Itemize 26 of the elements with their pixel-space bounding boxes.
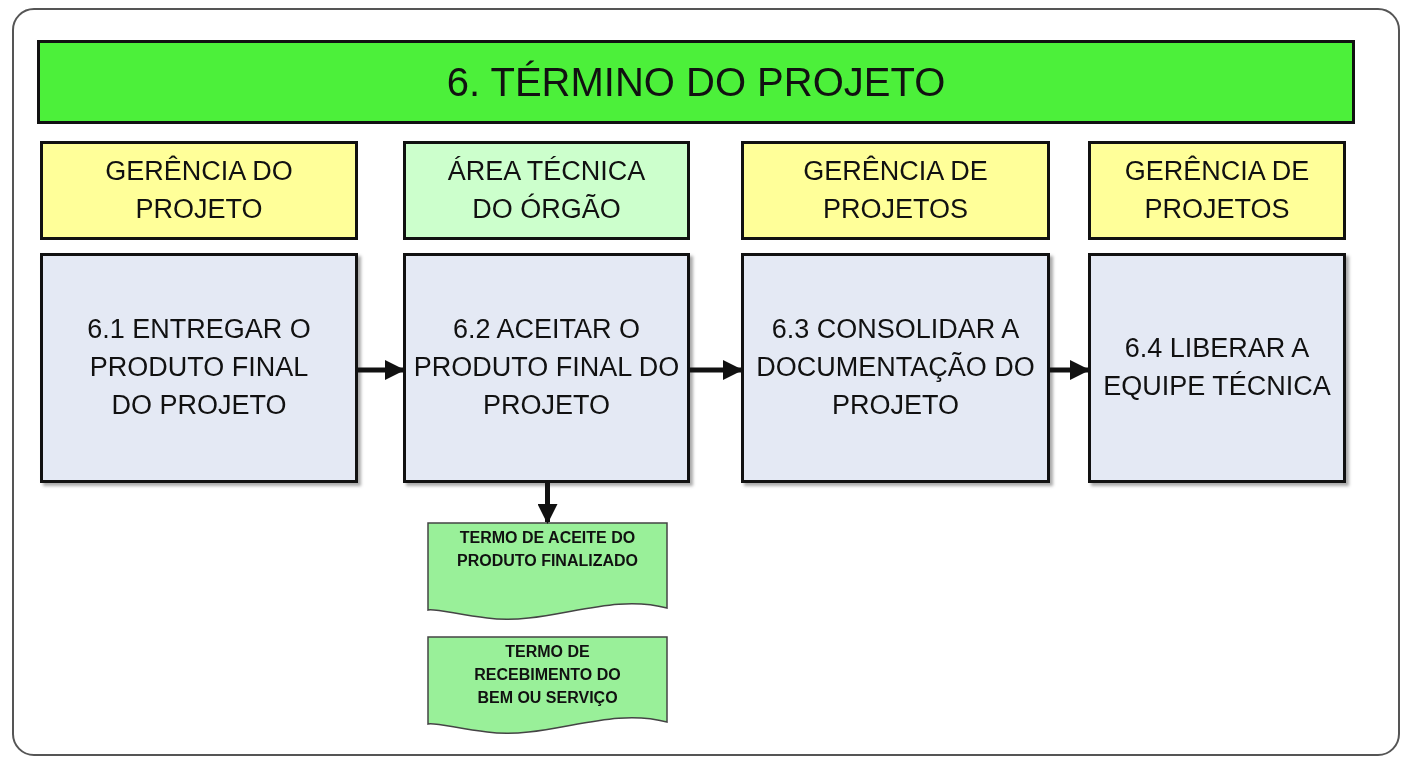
arrow	[1050, 360, 1090, 380]
process-box	[403, 253, 690, 483]
title-band	[37, 40, 1355, 124]
process-box	[40, 253, 358, 483]
document-shape	[427, 636, 668, 736]
role-label: GERÊNCIA DO PROJETO	[104, 154, 294, 226]
role-label: ÁREA TÉCNICA DO ÓRGÃO	[446, 154, 647, 226]
process-box	[741, 253, 1050, 483]
role-label: GERÊNCIA DE PROJETOS	[1123, 154, 1311, 226]
role-header	[1088, 141, 1346, 240]
process-label: 6.4 LIBERAR A EQUIPE TÉCNICA	[1102, 332, 1332, 403]
role-header	[40, 141, 358, 240]
role-header	[403, 141, 690, 240]
role-header	[741, 141, 1050, 240]
arrow	[690, 360, 743, 380]
arrow	[537, 483, 558, 524]
process-box	[1088, 253, 1346, 483]
title-text: 6. TÉRMINO DO PROJETO	[445, 59, 947, 106]
document-shape	[427, 522, 668, 622]
process-label: 6.3 CONSOLIDAR A DOCUMENTAÇÃO DO PROJETO	[755, 313, 1036, 422]
process-label: 6.2 ACEITAR O PRODUTO FINAL DO PROJETO	[412, 313, 681, 422]
role-label: GERÊNCIA DE PROJETOS	[802, 154, 989, 226]
document-label: TERMO DE RECEBIMENTO DO BEM OU SERVIÇO	[473, 642, 622, 709]
document-label: TERMO DE ACEITE DO PRODUTO FINALIZADO	[456, 528, 639, 572]
process-label: 6.1 ENTREGAR O PRODUTO FINAL DO PROJETO	[86, 313, 312, 422]
arrow	[358, 360, 405, 380]
